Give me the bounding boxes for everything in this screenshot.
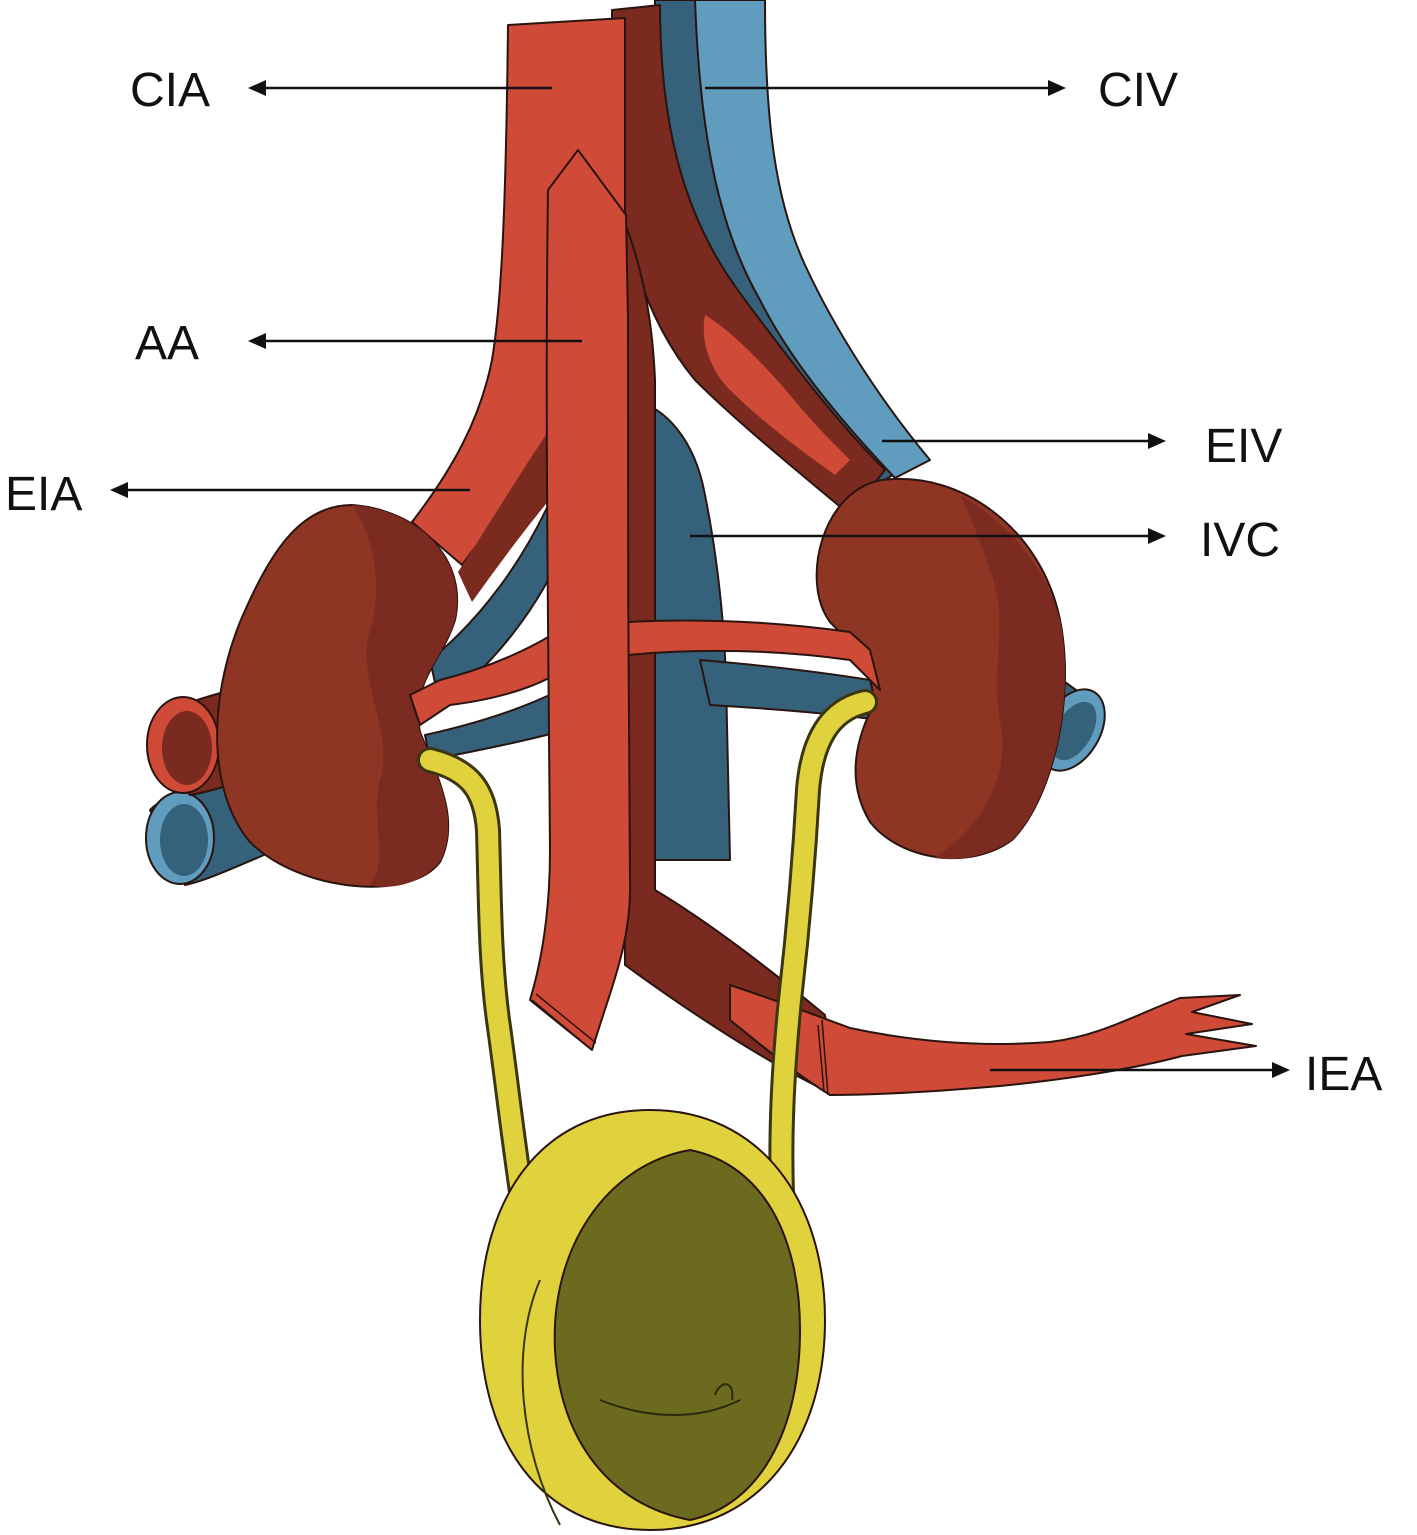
ivc-label: IVC	[1200, 514, 1280, 567]
label-eia: EIA	[5, 468, 470, 521]
bladder-inner-crease	[599, 1383, 741, 1416]
right-renal-artery	[627, 619, 881, 691]
right-kidney	[815, 477, 1066, 860]
eia-dark-strip	[458, 432, 556, 602]
label-cia: CIA	[130, 64, 552, 117]
right-kidney-inner	[935, 495, 1066, 860]
bladder-inner	[553, 1149, 801, 1521]
aa-arrow-head	[248, 333, 266, 349]
right-arterial-branch	[611, 4, 886, 516]
civ-arrow-head	[1048, 80, 1066, 96]
left-kidney	[216, 504, 459, 888]
ureters	[417, 689, 878, 1263]
cia-arrow-head	[248, 80, 266, 96]
ivc-arrow-head	[1148, 528, 1166, 544]
bladder-fold	[521, 1279, 561, 1526]
label-ivc: IVC	[690, 514, 1280, 567]
right-ureter-fill	[771, 692, 875, 1260]
left-ureter-fill	[420, 750, 540, 1260]
iea-vessel	[729, 984, 1257, 1096]
iea-label: IEA	[1305, 1048, 1382, 1101]
left-blue-tube-lumen	[160, 804, 208, 876]
civ-vessel	[694, 0, 931, 479]
label-civ: CIV	[705, 64, 1178, 117]
eia-arrow-head	[110, 482, 128, 498]
aa-cuff-marks	[531, 993, 597, 1051]
left-kidney-inner	[352, 505, 458, 887]
inferior-epigastric-artery	[729, 984, 1257, 1096]
right-branch-light-strip	[703, 315, 850, 475]
bladder	[479, 1109, 826, 1531]
aa-label: AA	[135, 317, 199, 370]
iea-arrow-head	[1272, 1062, 1290, 1078]
iea-cuff-marks	[817, 1019, 829, 1096]
civ-label: CIV	[1098, 64, 1178, 117]
right-branch-dark	[611, 4, 886, 516]
eiv-arrow-head	[1148, 433, 1166, 449]
left-renal-artery	[409, 629, 561, 726]
iea-trunk	[619, 209, 836, 1096]
label-eiv: EIV	[882, 420, 1282, 473]
cia-label: CIA	[130, 64, 210, 117]
eia-label: EIA	[5, 468, 82, 521]
renal-arteries	[409, 619, 881, 726]
label-iea: IEA	[990, 1048, 1382, 1101]
iea-trunk-dark	[619, 209, 836, 1096]
left-red-tube-lumen	[162, 711, 212, 785]
label-aa: AA	[135, 317, 582, 370]
eiv-label: EIV	[1205, 420, 1282, 473]
abdominal-aorta	[529, 149, 632, 1051]
